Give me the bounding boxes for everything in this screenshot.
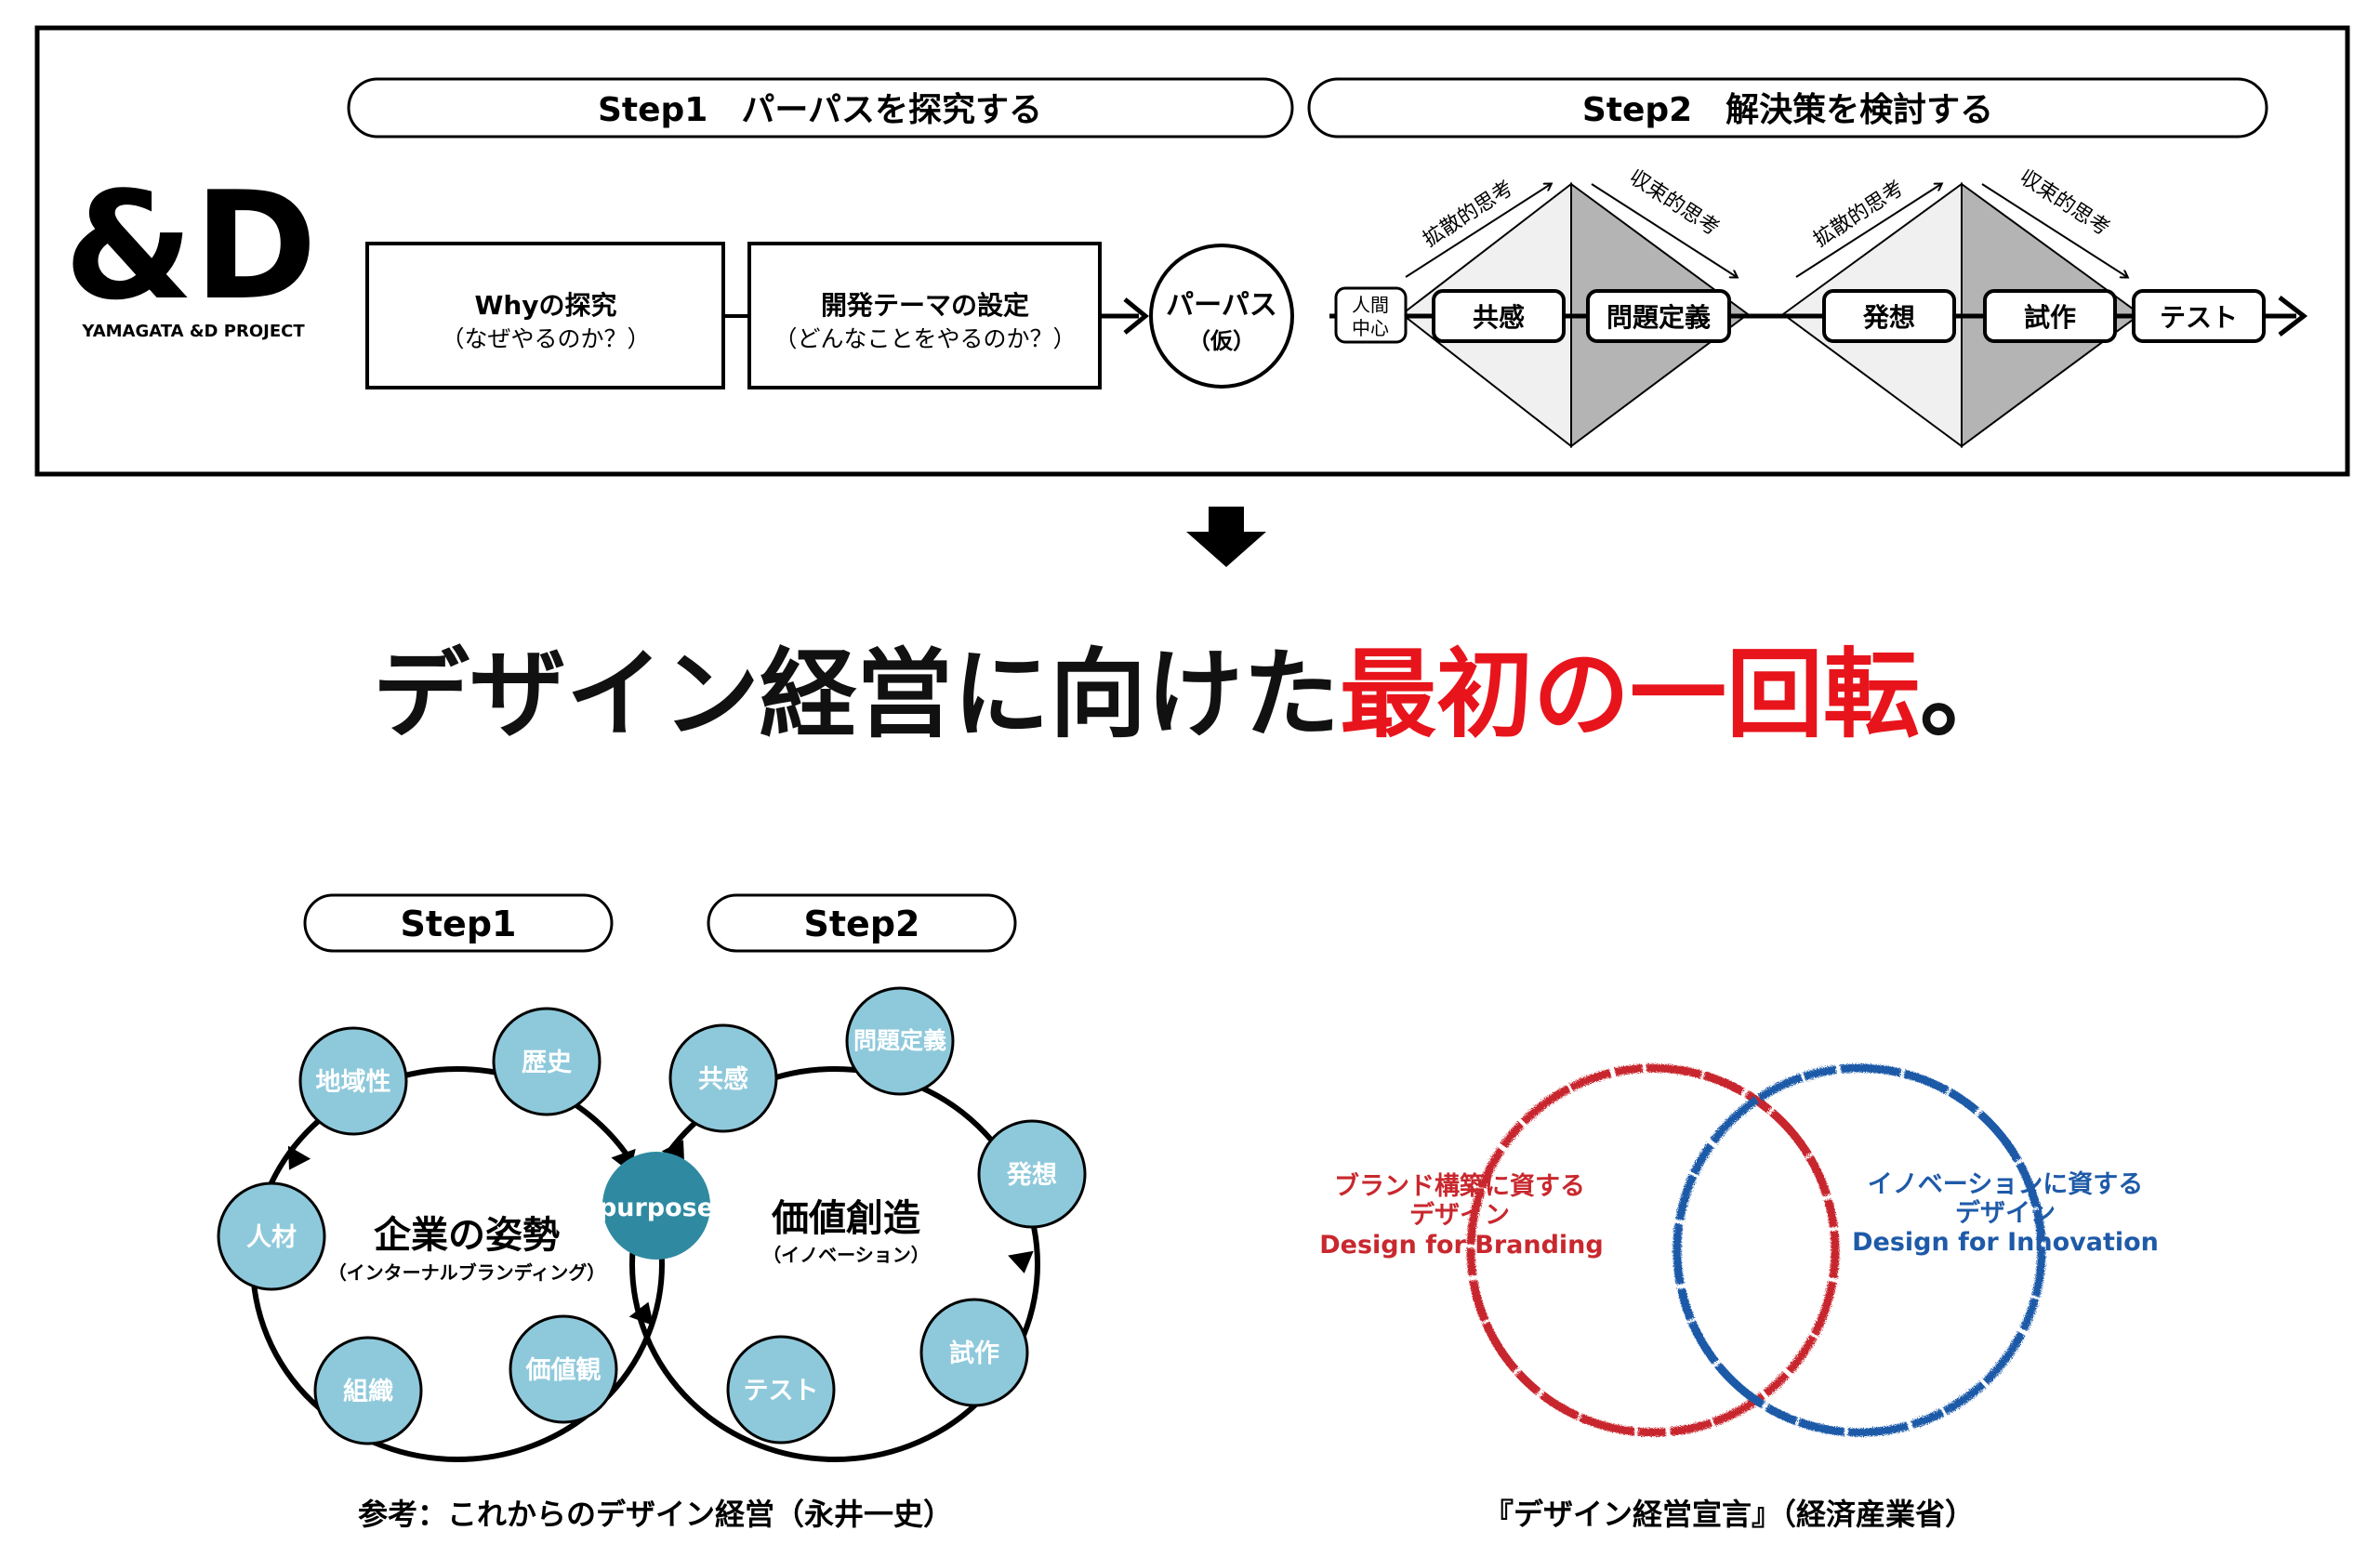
venn-right-line2: デザイン: [1955, 1198, 2056, 1228]
left-loop-title: 企業の姿勢: [374, 1214, 560, 1257]
loop-arrow-left-3: [628, 1301, 654, 1326]
stage-define: 問題定義: [1606, 302, 1711, 333]
human-centered-line2: 中心: [1352, 317, 1389, 339]
right-node-ideate-label: 発想: [1006, 1161, 1057, 1190]
divergent-arrow-1: [1405, 184, 1551, 278]
logo-caption: YAMAGATA &D PROJECT: [81, 322, 305, 341]
right-node-define: [845, 986, 955, 1096]
venn-left-line3: Design for Branding: [1319, 1231, 1603, 1260]
right-loop-title: 価値創造: [771, 1197, 920, 1240]
process-panel: &D YAMAGATA &D PROJECT Step1 パーパスを探究する S…: [34, 25, 2350, 477]
right-node-empathize: [668, 1023, 778, 1133]
stage-prototype-box: [1983, 289, 2117, 343]
venn-diagram: ブランド構築に資する デザイン Design for Branding イノベー…: [1319, 1063, 2159, 1532]
right-node-test-label: テスト: [744, 1377, 819, 1405]
venn-left-line1: ブランド構築に資する: [1334, 1171, 1585, 1201]
logo: &D YAMAGATA &D PROJECT: [64, 159, 317, 341]
venn-caption: 『デザイン経営宣言』（経済産業省）: [1484, 1497, 1975, 1532]
left-node-values-label: 価値観: [525, 1355, 602, 1385]
convergent-arrow-2: [1981, 183, 2127, 277]
convergent-label-2: 収束的思考: [2016, 165, 2114, 241]
human-centered-box: [1334, 286, 1408, 344]
convergent-label-1: 収束的思考: [1625, 165, 1724, 241]
right-loop-ring: [629, 1066, 1040, 1462]
why-box: [365, 242, 725, 389]
loop-arrow-right-2: [1008, 1250, 1034, 1273]
loop-step2-label: Step2: [804, 904, 920, 944]
left-node-people-label: 人材: [246, 1223, 297, 1252]
purpose-subtitle: （仮）: [1188, 328, 1255, 354]
logo-mark: &D: [64, 159, 317, 333]
right-node-ideate: [977, 1119, 1087, 1229]
convergent-arrow-1: [1591, 183, 1737, 277]
left-node-history-label: 歴史: [522, 1049, 572, 1077]
down-arrow-icon: [1186, 507, 1266, 567]
left-node-region-label: 地域性: [316, 1068, 391, 1097]
stage-test-box: [2132, 289, 2266, 343]
venn-innovation-circle: [1673, 1063, 2046, 1437]
loop-caption: 参考：これからのデザイン経営（永井一史）: [358, 1497, 953, 1532]
stage-test: テスト: [2160, 302, 2238, 333]
stage-empathize: 共感: [1473, 302, 1525, 333]
loop-step1-label: Step1: [401, 904, 517, 944]
right-node-prototype-label: 試作: [949, 1339, 999, 1368]
why-title: Whyの探究: [474, 290, 616, 321]
headline-part1: デザイン経営に向けた: [373, 638, 1340, 751]
divergent-arrow-2: [1795, 184, 1941, 278]
theme-subtitle: （どんなことをやるのか？）: [774, 325, 1076, 352]
step2-label: Step2 解決策を検討する: [1582, 91, 1993, 129]
stage-prototype: 試作: [2024, 302, 2076, 333]
theme-title: 開発テーマの設定: [821, 290, 1029, 321]
loop-step2-pill: [707, 893, 1017, 953]
left-node-people: [217, 1181, 326, 1291]
step1-pill: [347, 77, 1294, 139]
left-node-organization-label: 組織: [343, 1377, 393, 1406]
step2-pill: [1307, 77, 2268, 139]
stage-ideate-box: [1822, 289, 1956, 343]
left-node-values: [509, 1314, 618, 1424]
theme-box: [747, 242, 1102, 389]
stage-define-box: [1586, 289, 1731, 343]
right-loop-subtitle: （イノベーション）: [762, 1244, 930, 1266]
stage-ideate: 発想: [1862, 302, 1915, 333]
venn-right-line1: イノベーションに資する: [1868, 1170, 2143, 1199]
human-centered-line1: 人間: [1352, 294, 1389, 316]
loop-arrow-left-1: [287, 1145, 311, 1170]
purpose-circle: [1149, 244, 1294, 389]
right-node-define-label: 問題定義: [853, 1027, 946, 1054]
left-node-region: [298, 1026, 408, 1136]
headline: デザイン経営に向けた最初の一回転。: [373, 638, 2016, 751]
headline-period: 。: [1920, 638, 2016, 751]
arrow-to-purpose-head: [1123, 297, 1149, 335]
right-node-prototype: [919, 1298, 1029, 1407]
flow-arrow-head: [2278, 296, 2308, 336]
left-node-organization: [313, 1336, 423, 1445]
panel-frame: [34, 25, 2350, 477]
center-purpose-label: purpose: [599, 1194, 714, 1222]
venn-left-line2: デザイン: [1409, 1200, 1510, 1230]
stage-empathize-box: [1432, 289, 1566, 343]
headline-accent: 最初の一回転: [1340, 638, 1920, 751]
left-loop-subtitle: （インターナルブランディング）: [328, 1261, 606, 1284]
right-node-empathize-label: 共感: [698, 1064, 748, 1094]
purpose-title: パーパス: [1166, 289, 1277, 322]
center-purpose-node: [602, 1152, 710, 1260]
right-node-test: [726, 1335, 836, 1445]
why-subtitle: （なぜやるのか？）: [441, 325, 650, 352]
loop-diagram: Step1 Step2 地域性 歴史 人材 組織 価値観 共感 問題定義 発想 …: [217, 893, 1087, 1532]
venn-right-line3: Design for Innovation: [1852, 1228, 2159, 1257]
loop-step1-pill: [303, 893, 614, 953]
left-node-history: [492, 1007, 602, 1116]
venn-branding-circle: [1466, 1063, 1840, 1437]
step1-label: Step1 パーパスを探究する: [598, 91, 1042, 129]
